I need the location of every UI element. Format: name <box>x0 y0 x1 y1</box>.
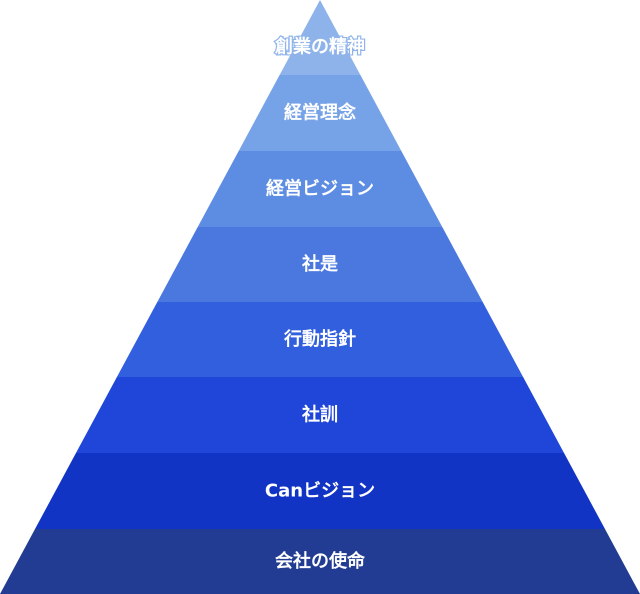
pyramid-tier-3 <box>197 151 443 227</box>
pyramid-tier-7 <box>35 453 605 529</box>
pyramid-tier-label-8: 会社の使命 <box>275 550 366 572</box>
pyramid-tier-label-6: 社訓 <box>302 404 338 426</box>
pyramid-tier-label-5: 行動指針 <box>283 328 356 350</box>
pyramid-tier-4 <box>157 227 483 302</box>
pyramid-tier-label-2: 経営理念 <box>284 102 356 124</box>
pyramid-tier-label-1: 創業の精神 <box>274 36 365 58</box>
pyramid-tier-label-3: 経営ビジョン <box>266 178 374 200</box>
pyramid-tier-2 <box>238 75 402 151</box>
pyramid-tier-label-4: 社是 <box>302 253 338 275</box>
pyramid-tier-1 <box>279 0 361 75</box>
pyramid-tier-6 <box>75 377 565 453</box>
pyramid-tier-5 <box>116 302 524 377</box>
pyramid-tier-label-7: Canビジョン <box>265 481 375 502</box>
pyramid-tier-8 <box>0 529 640 594</box>
